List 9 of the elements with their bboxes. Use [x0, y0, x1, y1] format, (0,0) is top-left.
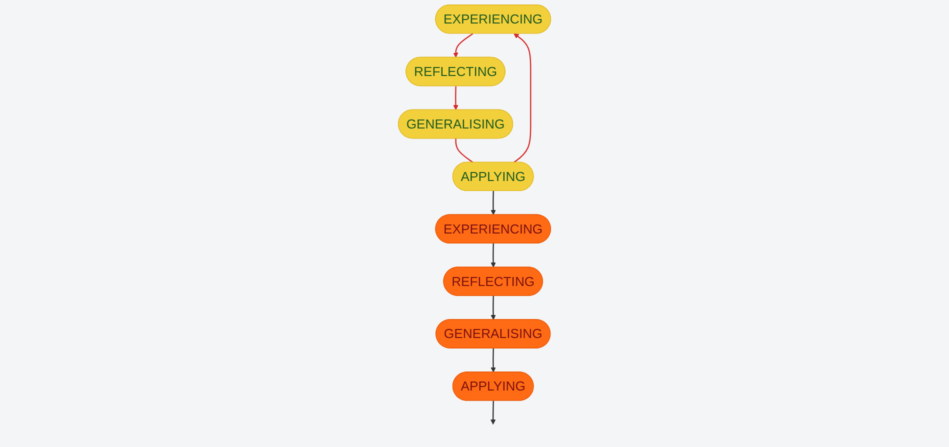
arrow — [490, 348, 496, 372]
arrow — [490, 191, 496, 216]
arrow — [490, 243, 496, 268]
arrow — [514, 33, 532, 163]
arrow — [453, 33, 474, 58]
arrow — [453, 86, 458, 110]
arrow — [490, 296, 496, 320]
arrow — [490, 400, 496, 425]
connector — [455, 138, 474, 163]
